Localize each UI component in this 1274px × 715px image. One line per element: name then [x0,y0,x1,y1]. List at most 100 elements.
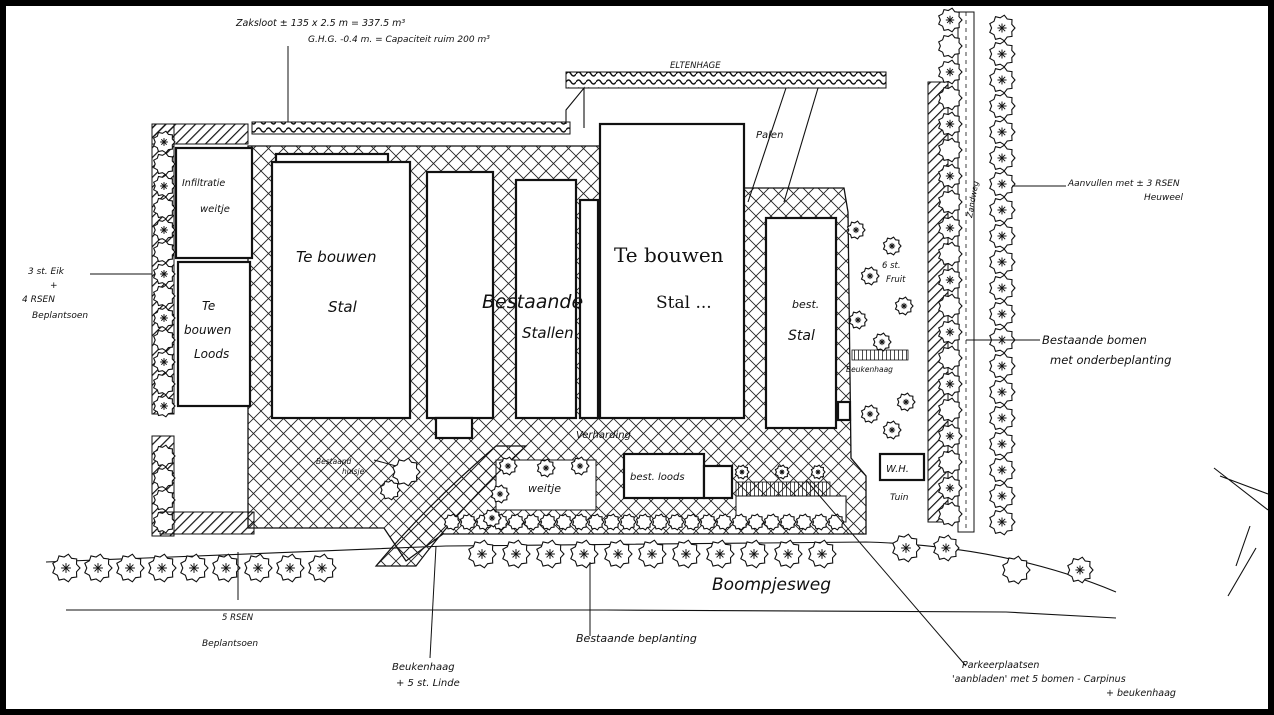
tree-icon [989,300,1016,328]
tree-icon [938,59,963,85]
tree-icon [989,274,1016,302]
label-best-stal-1: best. [792,298,819,311]
tree-icon [779,513,797,531]
tree-icon [860,404,880,424]
tree-icon [938,163,963,189]
tree-icon [938,7,963,33]
access-road [374,445,528,567]
tree-icon [571,513,589,531]
tree-icon [731,513,749,531]
label-bestaande-beplanting: Bestaande beplanting [576,632,697,645]
tree-icon [938,267,963,293]
label-wh: W.H. [886,464,909,475]
tree-icon [482,508,502,528]
tree-icon [896,392,916,412]
tree-icon [989,40,1016,68]
tree-icon [244,553,273,583]
tree-icon [570,456,590,476]
tree-icon [153,218,176,242]
tree-icon [938,345,963,371]
label-rsen-bottom-2: Beplantsoen [202,639,258,649]
tree-icon [989,352,1016,380]
label-beukenhaag-east: Beukenhaag [846,365,893,374]
label-rsen-bottom-1: 5 RSEN [222,613,254,623]
tree-icon [938,293,963,319]
label-bestaande-stallen-2: Stallen [522,324,574,342]
tree-icon [638,539,667,569]
tree-icon [938,215,963,241]
label-infiltratie: Infiltratie [182,178,225,189]
tree-icon [603,513,621,531]
tree-icon [1067,556,1094,584]
tree-icon [498,456,518,476]
bestaande-stal-2 [514,178,578,420]
bestaande-stal-1-annex [434,416,474,440]
best-loods-annex [702,464,734,500]
tree-icon [153,372,176,396]
tree-icon [276,553,305,583]
tree-icon [740,539,769,569]
tree-icon [308,553,337,583]
label-fruit-2: Fruit [886,275,906,285]
tree-icon [604,539,633,569]
label-eik-4: Beplantsoen [32,311,88,321]
label-eltenhage: ELTENHAGE [670,61,721,71]
te-bouwen-stal-a [270,160,412,420]
label-bomen-2: met onderbeplanting [1050,353,1171,367]
tree-icon [84,553,113,583]
tree-icon [989,482,1016,510]
tree-icon [989,118,1016,146]
label-eik-1: 3 st. Eik [28,267,65,277]
tree-icon [153,444,176,468]
label-eik-3: 4 RSEN [22,295,55,305]
tree-icon [808,539,837,569]
tree-icon [846,220,866,240]
tree-icon [938,85,963,111]
label-parkeer-1: Parkeerplaatsen [962,660,1039,671]
tree-icon [536,539,565,569]
tree-icon [938,449,963,475]
leader-linde [429,545,437,659]
tree-icon [872,332,892,352]
tree-icon [153,466,176,490]
label-bestaande-stallen-1: Bestaande [482,291,583,313]
leader-parkeer [805,479,967,667]
label-aanvullen-2: Heuweel [1144,193,1183,203]
tree-icon [490,484,510,504]
te-bouwen-loods [176,260,252,408]
tree-icon [683,513,701,531]
tree-icon [938,501,963,527]
label-zaksloot-1: Zaksloot ± 135 x 2.5 m = 337.5 m³ [235,18,405,29]
tree-icon [882,236,902,256]
tree-icon [989,378,1016,406]
label-parkeer-3: + beukenhaag [1106,688,1176,699]
tree-icon [938,423,963,449]
tree-icon [989,248,1016,276]
tree-icon [507,513,525,531]
label-linde-2: + 5 st. Linde [396,678,460,689]
tree-icon [153,328,176,352]
tree-icon [989,144,1016,172]
tree-icon [882,420,902,440]
tree-icon [392,457,421,487]
tree-icon [699,513,717,531]
tree-icon [1002,555,1031,585]
label-stal-a-2: Stal [328,298,358,316]
tree-icon [153,394,176,418]
ditch-connection [565,86,585,128]
label-stal-a-1: Te bouwen [296,248,377,266]
label-stal-b-1: Te bouwen [614,243,724,267]
tree-group [52,7,1094,585]
bestaande-stal-1 [425,170,495,420]
tree-icon [153,306,176,330]
tree-icon [938,241,963,267]
tree-icon [468,539,497,569]
tree-icon [938,111,963,137]
tree-icon [672,539,701,569]
wh-building [878,452,926,482]
tree-icon [570,539,599,569]
label-fruit-1: 6 st. [882,261,901,271]
tree-icon [795,513,813,531]
label-loods-3: Loods [194,347,229,361]
beukenhaag-east [851,349,909,361]
